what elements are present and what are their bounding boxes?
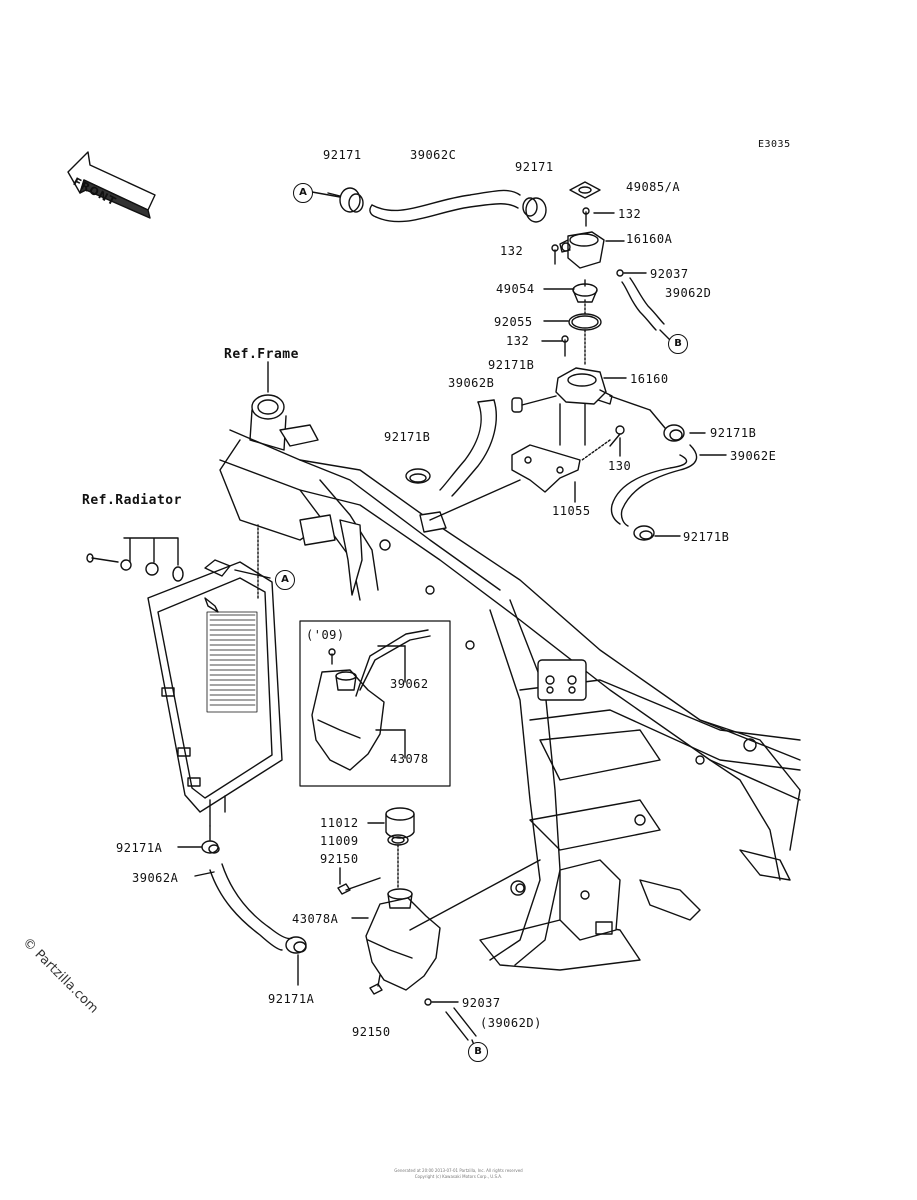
ref-frame: Ref.Frame [224, 347, 299, 362]
clamp-92171b-c [663, 424, 685, 442]
part-92171b-a: 92171B [488, 358, 535, 372]
part-39062e: 39062E [730, 449, 777, 463]
clamp-92171b-d [633, 525, 655, 541]
part-92171a-top: 92171A [116, 841, 163, 855]
clamp-92171a-bot [285, 936, 307, 954]
part-39062d-paren: (39062D) [480, 1016, 542, 1030]
part-92171b-b: 92171B [384, 430, 431, 444]
part-39062: 39062 [390, 677, 429, 691]
part-92150-bot: 92150 [352, 1025, 391, 1039]
inset-year: ('09) [306, 628, 345, 642]
part-49085a: 49085/A [626, 180, 681, 194]
bolt-92150-bot [369, 974, 383, 995]
bolt-132-left [551, 244, 559, 265]
part-92037-bot: 92037 [462, 996, 501, 1010]
callout-b-top: B [668, 334, 688, 354]
housing-16160a [559, 231, 605, 269]
hose-39062c [369, 189, 521, 223]
bolt-132-top [582, 207, 590, 227]
bolt-92150-top [337, 877, 381, 895]
part-132-left: 132 [500, 244, 524, 258]
clamp-92171b-b [405, 468, 431, 484]
ref-radiator: Ref.Radiator [82, 493, 182, 508]
footer-line-1: Generated at 20:00 2013-07-01 Partzilla,… [394, 1168, 523, 1173]
part-16160: 16160 [630, 372, 669, 386]
part-92171-left: 92171 [323, 148, 362, 162]
clamp-92171b-a [511, 397, 523, 413]
part-92171b-d: 92171B [683, 530, 730, 544]
cap-11012 [385, 807, 415, 839]
radiator [147, 559, 283, 827]
radiator-bolts [86, 537, 184, 582]
part-43078: 43078 [390, 752, 429, 766]
clamp-92171-left [327, 187, 364, 213]
part-16160a: 16160A [626, 232, 673, 246]
part-130: 130 [608, 459, 632, 473]
part-92055: 92055 [494, 315, 533, 329]
hose-39062a [209, 863, 293, 951]
reservoir-43078a [365, 888, 441, 991]
clamp-92171-right [522, 197, 547, 223]
part-11055: 11055 [552, 504, 591, 518]
part-39062b: 39062B [448, 376, 495, 390]
housing-16160 [555, 367, 613, 405]
footer-line-2: Copyright (c) Kawasaki Motors Corp., U.S… [414, 1174, 503, 1179]
callout-a-top: A [293, 183, 313, 203]
part-92171b-c: 92171B [710, 426, 757, 440]
hose-39062b [439, 399, 497, 497]
cap-49085a [569, 181, 601, 199]
front-arrow-icon [67, 151, 156, 219]
callout-a-radiator: A [275, 570, 295, 590]
frame [219, 394, 801, 971]
part-92037-top: 92037 [650, 267, 689, 281]
figure-code: E3035 [758, 139, 791, 150]
part-49054: 49054 [496, 282, 535, 296]
reservoir-43078 [311, 629, 431, 771]
bolt-132-mid [561, 335, 569, 357]
part-11009: 11009 [320, 834, 359, 848]
part-39062d: 39062D [665, 286, 712, 300]
part-43078a: 43078A [292, 912, 339, 926]
thermostat-49054 [572, 279, 598, 303]
inset-box-09 [299, 620, 451, 787]
part-39062a: 39062A [132, 871, 179, 885]
hose-39062d-lower [424, 998, 477, 1041]
callout-b-bottom: B [468, 1042, 488, 1062]
hose-39062e [610, 444, 698, 527]
part-39062c: 39062C [410, 148, 457, 162]
part-132-top: 132 [618, 207, 642, 221]
part-92150-top: 92150 [320, 852, 359, 866]
part-11012: 11012 [320, 816, 359, 830]
bracket-11055 [511, 444, 581, 493]
hose-39062d [616, 269, 665, 331]
clamp-92171a-top [201, 840, 220, 854]
part-92171a-bot: 92171A [268, 992, 315, 1006]
part-132-mid: 132 [506, 334, 530, 348]
part-92171-right: 92171 [515, 160, 554, 174]
bolt-130 [609, 425, 625, 447]
